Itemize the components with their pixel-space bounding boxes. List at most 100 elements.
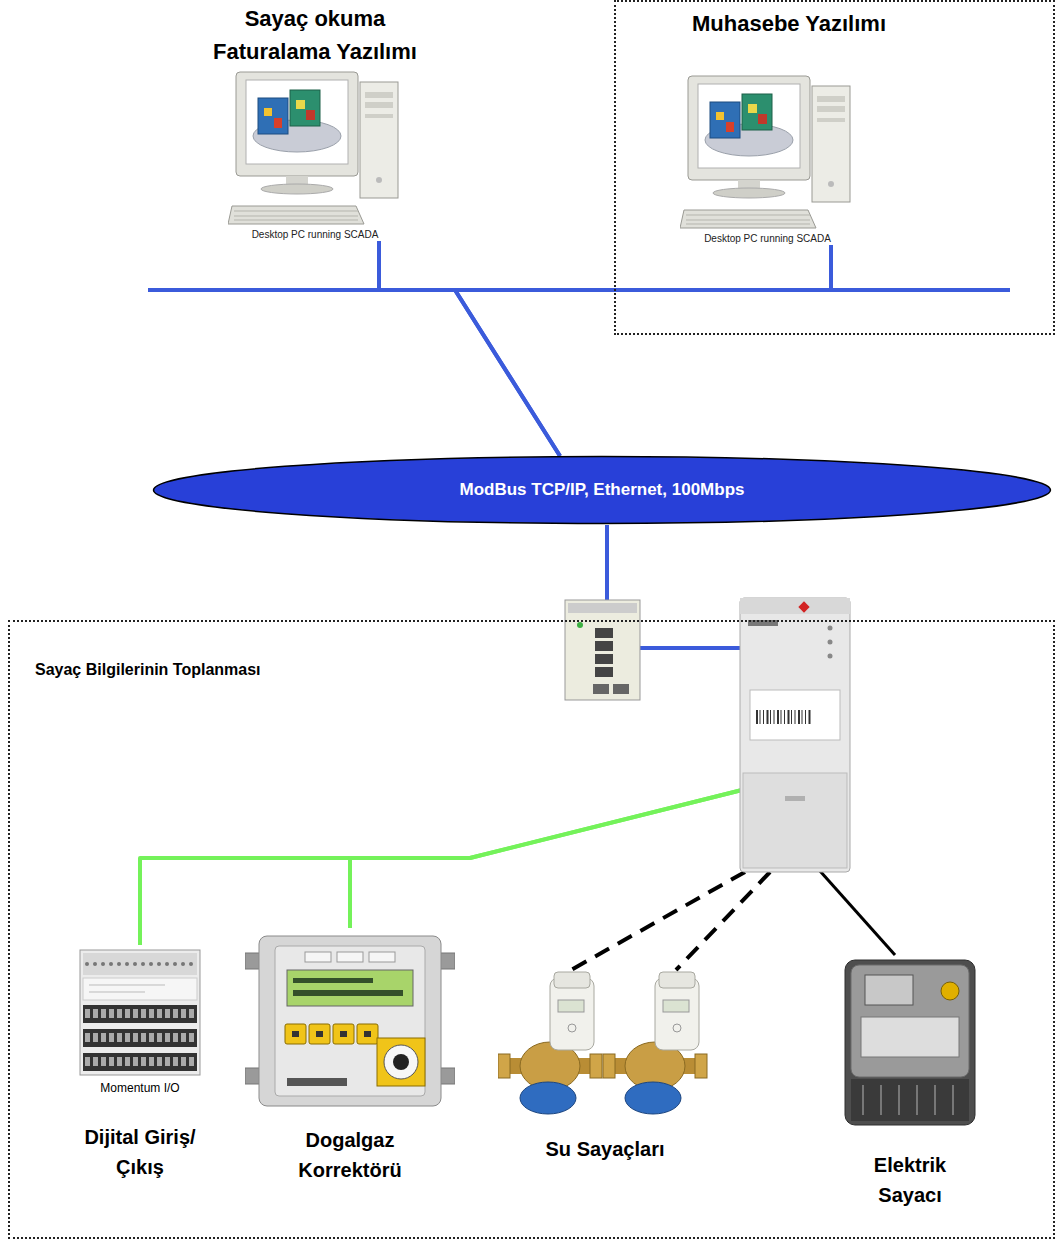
box-art	[726, 122, 734, 132]
optical-ring	[384, 1045, 418, 1079]
terminal	[157, 1009, 162, 1018]
terminal	[109, 1009, 114, 1018]
momentum-illustration	[75, 945, 205, 1080]
terminal-row	[83, 1005, 197, 1023]
network-label: ModBus TCP/IP, Ethernet, 100Mbps	[460, 479, 745, 501]
barcode-bar	[760, 710, 761, 724]
meter-dial	[568, 1024, 576, 1032]
terminal	[165, 1057, 170, 1066]
terminal-screw	[93, 962, 97, 966]
collection-region: Sayaç Bilgilerinin ToplanmasıMomentum I/…	[8, 620, 1055, 1239]
barcode-bar	[763, 710, 764, 724]
connector	[455, 245, 831, 456]
terminal-screw	[173, 962, 177, 966]
key-row	[234, 216, 358, 217]
terminal-screw	[101, 962, 105, 966]
switch-port	[595, 654, 613, 664]
keyboard	[680, 210, 816, 228]
meter-display	[663, 1000, 689, 1012]
terminal	[125, 1033, 130, 1042]
terminal-screw	[117, 962, 121, 966]
pc-caption: Desktop PC running SCADA	[252, 228, 379, 241]
concentrator-top	[740, 598, 850, 614]
terminal	[149, 1009, 154, 1018]
barcode-bar	[809, 710, 811, 724]
box-art	[748, 104, 757, 113]
barcode-bar	[805, 710, 806, 724]
arrow-key	[357, 1024, 378, 1044]
terminal	[117, 1033, 122, 1042]
terminal	[85, 1009, 90, 1018]
key-symbol	[340, 1031, 347, 1037]
terminal	[125, 1009, 130, 1018]
label-area	[83, 978, 197, 1000]
soft-key	[337, 952, 363, 962]
optical-eye	[393, 1054, 409, 1070]
terminal-row	[83, 1053, 197, 1071]
barcode-bar	[756, 710, 758, 724]
connector-segment	[640, 646, 742, 650]
connector-segment	[605, 525, 609, 600]
box-art	[274, 118, 282, 128]
terminal-row	[83, 1029, 197, 1047]
label-line	[89, 992, 145, 993]
terminal	[149, 1057, 154, 1066]
connector	[379, 241, 560, 456]
region-title: Muhasebe Yazılımı	[692, 10, 1053, 39]
software-box	[710, 102, 740, 138]
region-title: Sayaç Bilgilerinin Toplanması	[35, 660, 1053, 681]
connector	[571, 525, 745, 970]
terminal	[141, 1009, 146, 1018]
terminal	[189, 1057, 194, 1066]
rating-plate	[861, 1017, 959, 1057]
connector-segment	[605, 525, 609, 600]
elec-illustration	[835, 955, 985, 1130]
connector-segment	[605, 525, 609, 600]
terminal-screw	[133, 962, 137, 966]
terminal	[101, 1057, 106, 1066]
pc-caption: Desktop PC running SCADA	[704, 232, 831, 245]
switch-top	[568, 603, 637, 613]
terminal	[93, 1009, 98, 1018]
terminal	[173, 1057, 178, 1066]
terminal	[85, 1033, 90, 1042]
pc-tower	[360, 82, 398, 198]
data-concentrator	[740, 598, 850, 872]
terminal-screw	[141, 962, 145, 966]
terminal-screw	[157, 962, 161, 966]
terminal	[157, 1033, 162, 1042]
nut	[498, 1054, 510, 1078]
register-lid	[554, 972, 590, 988]
connector-segment	[605, 525, 609, 600]
terminal-screw	[181, 962, 185, 966]
meter-cover	[851, 965, 969, 1077]
switch-port	[593, 684, 609, 694]
barcode-bar	[791, 710, 792, 724]
key-row	[234, 211, 358, 212]
connector-segment	[820, 871, 895, 955]
terminal	[189, 1009, 194, 1018]
network-ellipse: ModBus TCP/IP, Ethernet, 100Mbps	[152, 455, 1052, 525]
terminal	[173, 1009, 178, 1018]
meter-display	[865, 975, 913, 1005]
connector-segment	[640, 646, 742, 650]
power-button	[828, 181, 834, 187]
terminal-screw	[109, 962, 113, 966]
concentrator-body	[740, 598, 850, 872]
terminal-rib	[934, 1085, 936, 1115]
ek-illustration	[245, 928, 455, 1113]
terminal-cover	[851, 1079, 969, 1121]
rating-label	[750, 690, 840, 740]
nut	[695, 1054, 707, 1078]
terminal-rib	[952, 1085, 954, 1115]
drive-slot	[817, 106, 845, 112]
terminal-screw	[189, 962, 193, 966]
barcode-bar	[802, 710, 803, 724]
terminal-rib	[898, 1085, 900, 1115]
status-led	[828, 654, 833, 659]
network-ellipse-fill	[154, 457, 1051, 524]
monitor	[688, 76, 810, 180]
connector-segment	[571, 872, 745, 970]
key-symbol	[316, 1031, 323, 1037]
